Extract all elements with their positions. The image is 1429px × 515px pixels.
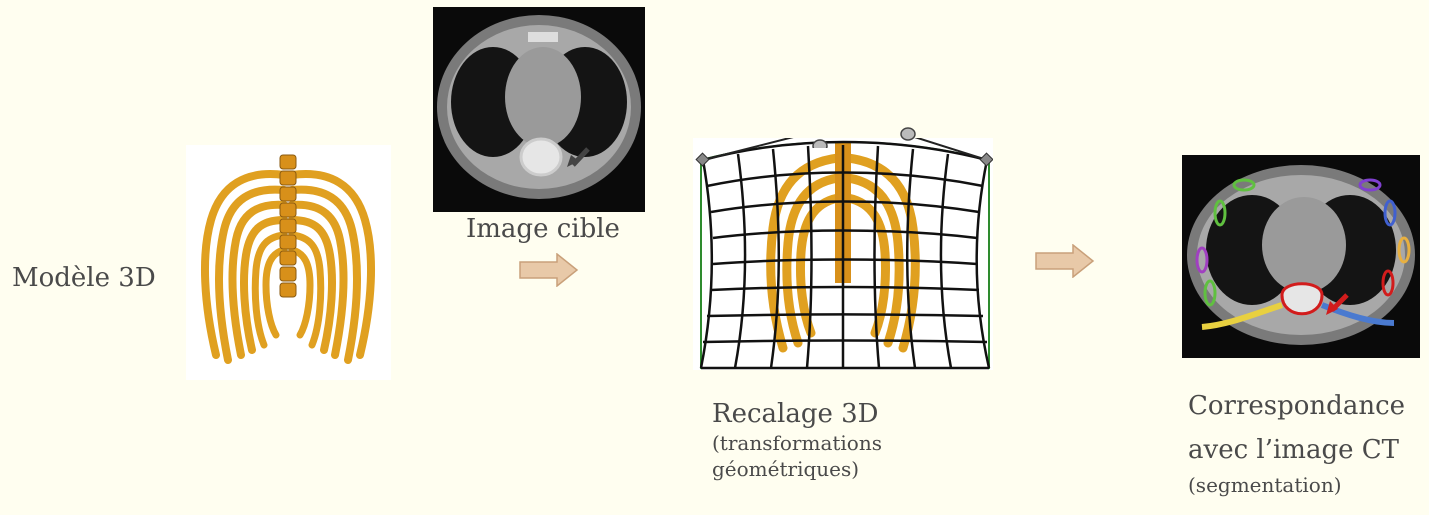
arrow-right-icon (519, 253, 579, 287)
correspondence-title-line2: avec l’image CT (1188, 436, 1399, 465)
control-handles (810, 124, 930, 148)
registration-title: Recalage 3D (712, 400, 879, 429)
registration-subtitle-line1: (transformations (712, 432, 882, 454)
registration-subtitle-line2: géométriques) (712, 458, 859, 480)
target-label: Image cible (466, 215, 620, 244)
correspondence-subtitle: (segmentation) (1188, 474, 1342, 496)
segmented-ct-image (1182, 155, 1420, 358)
ribcage-model-image (186, 145, 391, 380)
deformation-grid-image (693, 138, 993, 370)
ct-target-image (433, 7, 645, 212)
model-label: Modèle 3D (12, 264, 156, 293)
arrow-right-icon (1035, 244, 1095, 278)
correspondence-title-line1: Correspondance (1188, 392, 1405, 421)
